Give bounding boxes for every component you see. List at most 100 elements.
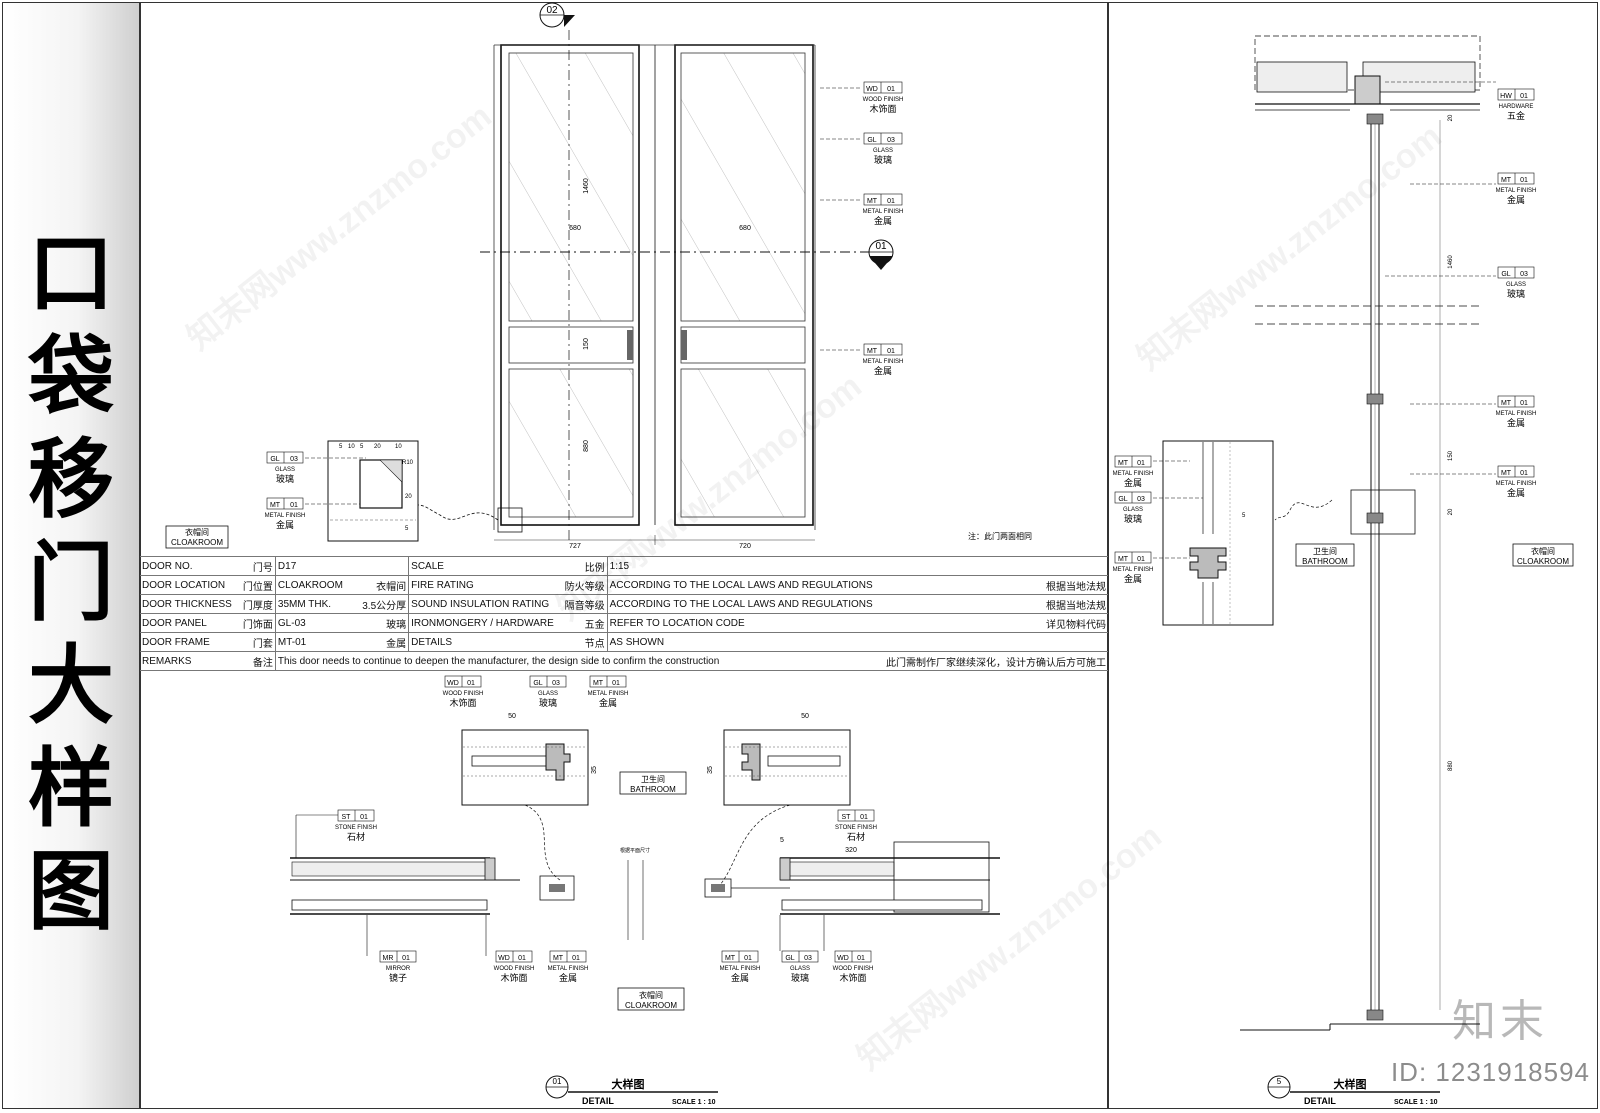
svg-text:WD: WD <box>866 86 878 93</box>
svg-text:METAL FINISH: METAL FINISH <box>1113 567 1154 573</box>
svg-text:03: 03 <box>290 456 298 463</box>
svg-text:01: 01 <box>1520 177 1528 184</box>
plan-title-scale: SCALE 1 : 10 <box>672 1099 716 1106</box>
br-callout-code: MT <box>725 955 736 962</box>
plan-callout-code: WD <box>447 680 459 687</box>
callout-mt-01: MT 01 METAL FINISH 金属 <box>820 193 904 226</box>
plan-title-no: 01 <box>553 1077 562 1086</box>
detail-callout-gl-03: GL 03 GLASS 玻璃 <box>266 451 366 484</box>
svg-text:MT: MT <box>867 348 878 355</box>
br-callout-no: 01 <box>857 955 865 962</box>
svg-text:GLASS: GLASS <box>1123 507 1143 513</box>
profile-detail-right <box>723 729 851 806</box>
title-char: 移 <box>28 430 114 530</box>
svg-text:金属: 金属 <box>1507 487 1525 498</box>
sec-cloak-cn: 衣帽间 <box>1531 546 1555 556</box>
svg-text:HW: HW <box>1500 93 1512 100</box>
callout-mt-01-rail: MT 01 METAL FINISH 金属 <box>820 343 903 376</box>
dim-680-left: 680 <box>569 225 581 232</box>
sheet-title: 口 袋 移 门 大 样 图 <box>21 223 121 944</box>
svg-text:玻璃: 玻璃 <box>1124 513 1142 524</box>
detail-dim: 5 <box>405 526 409 532</box>
dim-680-right: 680 <box>739 225 751 232</box>
sec-bath-cn: 卫生间 <box>1313 546 1337 556</box>
section-title-block: 5 大样图 DETAIL SCALE 1 : 10 <box>1267 1075 1440 1106</box>
svg-text:GLASS: GLASS <box>1506 282 1526 288</box>
sec-title-en: DETAIL <box>1304 1096 1336 1106</box>
dim-1460: 1460 <box>583 178 590 194</box>
title-char: 样 <box>28 739 114 839</box>
br-callout-cn: 金属 <box>731 972 749 983</box>
br-callout-no: 01 <box>744 955 752 962</box>
svg-text:GLASS: GLASS <box>275 467 295 473</box>
detail-callout-mt-01: MT 01 METAL FINISH 金属 <box>265 497 360 530</box>
plan-callout-cn: 玻璃 <box>539 697 557 708</box>
svg-text:五金: 五金 <box>1507 110 1525 121</box>
st-left-cn: 石材 <box>347 831 365 842</box>
bl-callout-code: WD <box>498 955 510 962</box>
detail-dim: 5 <box>339 444 343 450</box>
st-left-en: STONE FINISH <box>335 825 377 831</box>
bl-callout-no: 01 <box>402 955 410 962</box>
bl-callout-cn: 金属 <box>559 972 577 983</box>
plan-bath-cn: 卫生间 <box>641 774 665 784</box>
section-detail-box <box>1162 440 1274 626</box>
title-char: 袋 <box>28 327 114 427</box>
elevation-callouts: WD 01 WOOD FINISH 木饰面 GL 03 GLASS 玻璃 MT … <box>265 81 904 530</box>
sec-dim-880: 880 <box>1448 760 1454 771</box>
svg-text:MT: MT <box>867 198 878 205</box>
svg-text:金属: 金属 <box>1124 477 1142 488</box>
sec-dim-150: 150 <box>1448 450 1454 461</box>
svg-text:01: 01 <box>887 348 895 355</box>
plan-callout-en: WOOD FINISH <box>443 691 484 697</box>
st-left-no: 01 <box>360 814 368 821</box>
detail-dim: 5 <box>360 444 364 450</box>
plan-detail: WD 01 WOOD FINISH 木饰面 GL 03 GLASS 玻璃 MT … <box>290 675 1000 1106</box>
svg-text:玻璃: 玻璃 <box>1507 288 1525 299</box>
svg-text:03: 03 <box>887 137 895 144</box>
plan-cloak-en: CLOAKROOM <box>625 1001 677 1010</box>
detail-dim: 20 <box>374 444 381 450</box>
title-strip: 口 袋 移 门 大 样 图 <box>2 2 140 1109</box>
bl-callout-en: WOOD FINISH <box>494 966 535 972</box>
dim-150: 150 <box>583 338 590 350</box>
title-char: 图 <box>28 842 114 942</box>
plan-callout-no: 03 <box>552 680 560 687</box>
svg-text:GLASS: GLASS <box>873 148 893 154</box>
svg-text:MT: MT <box>1501 400 1512 407</box>
bl-callout-en: METAL FINISH <box>548 966 589 972</box>
detail-dim: 10 <box>395 444 402 450</box>
callout-wd-01: WD 01 WOOD FINISH 木饰面 <box>820 81 903 114</box>
plan-callout-no: 01 <box>612 680 620 687</box>
section-frame <box>1108 2 1598 1109</box>
svg-text:MT: MT <box>1501 470 1512 477</box>
sec-title-cn: 大样图 <box>1334 1077 1367 1091</box>
svg-text:金属: 金属 <box>1507 417 1525 428</box>
svg-text:METAL FINISH: METAL FINISH <box>863 209 904 215</box>
svg-text:MT: MT <box>1118 460 1129 467</box>
dim-720: 720 <box>739 543 751 550</box>
sec-detail-dim-5: 5 <box>1242 513 1246 519</box>
section-right-callouts: MT 01 METAL FINISH 金属 GL 03 GLASS 玻璃 MT … <box>1385 172 1537 498</box>
room-tag-cn: 衣帽间 <box>185 527 209 537</box>
bl-callout-no: 01 <box>518 955 526 962</box>
detail-dim: 20 <box>405 494 412 500</box>
bl-callout-no: 01 <box>572 955 580 962</box>
svg-text:METAL FINISH: METAL FINISH <box>1496 188 1537 194</box>
svg-text:METAL FINISH: METAL FINISH <box>1113 471 1154 477</box>
sec-bath-en: BATHROOM <box>1302 557 1348 566</box>
elevation-frame <box>140 2 1108 1109</box>
svg-text:01: 01 <box>887 198 895 205</box>
svg-text:HARDWARE: HARDWARE <box>1499 104 1534 110</box>
st-right-cn: 石材 <box>847 831 865 842</box>
sec-title-no: 5 <box>1277 1077 1282 1086</box>
image-id: ID: 1231918594 <box>1390 1057 1590 1087</box>
svg-text:01: 01 <box>1520 93 1528 100</box>
st-right-en: STONE FINISH <box>835 825 877 831</box>
plan-title-en: DETAIL <box>582 1096 614 1106</box>
